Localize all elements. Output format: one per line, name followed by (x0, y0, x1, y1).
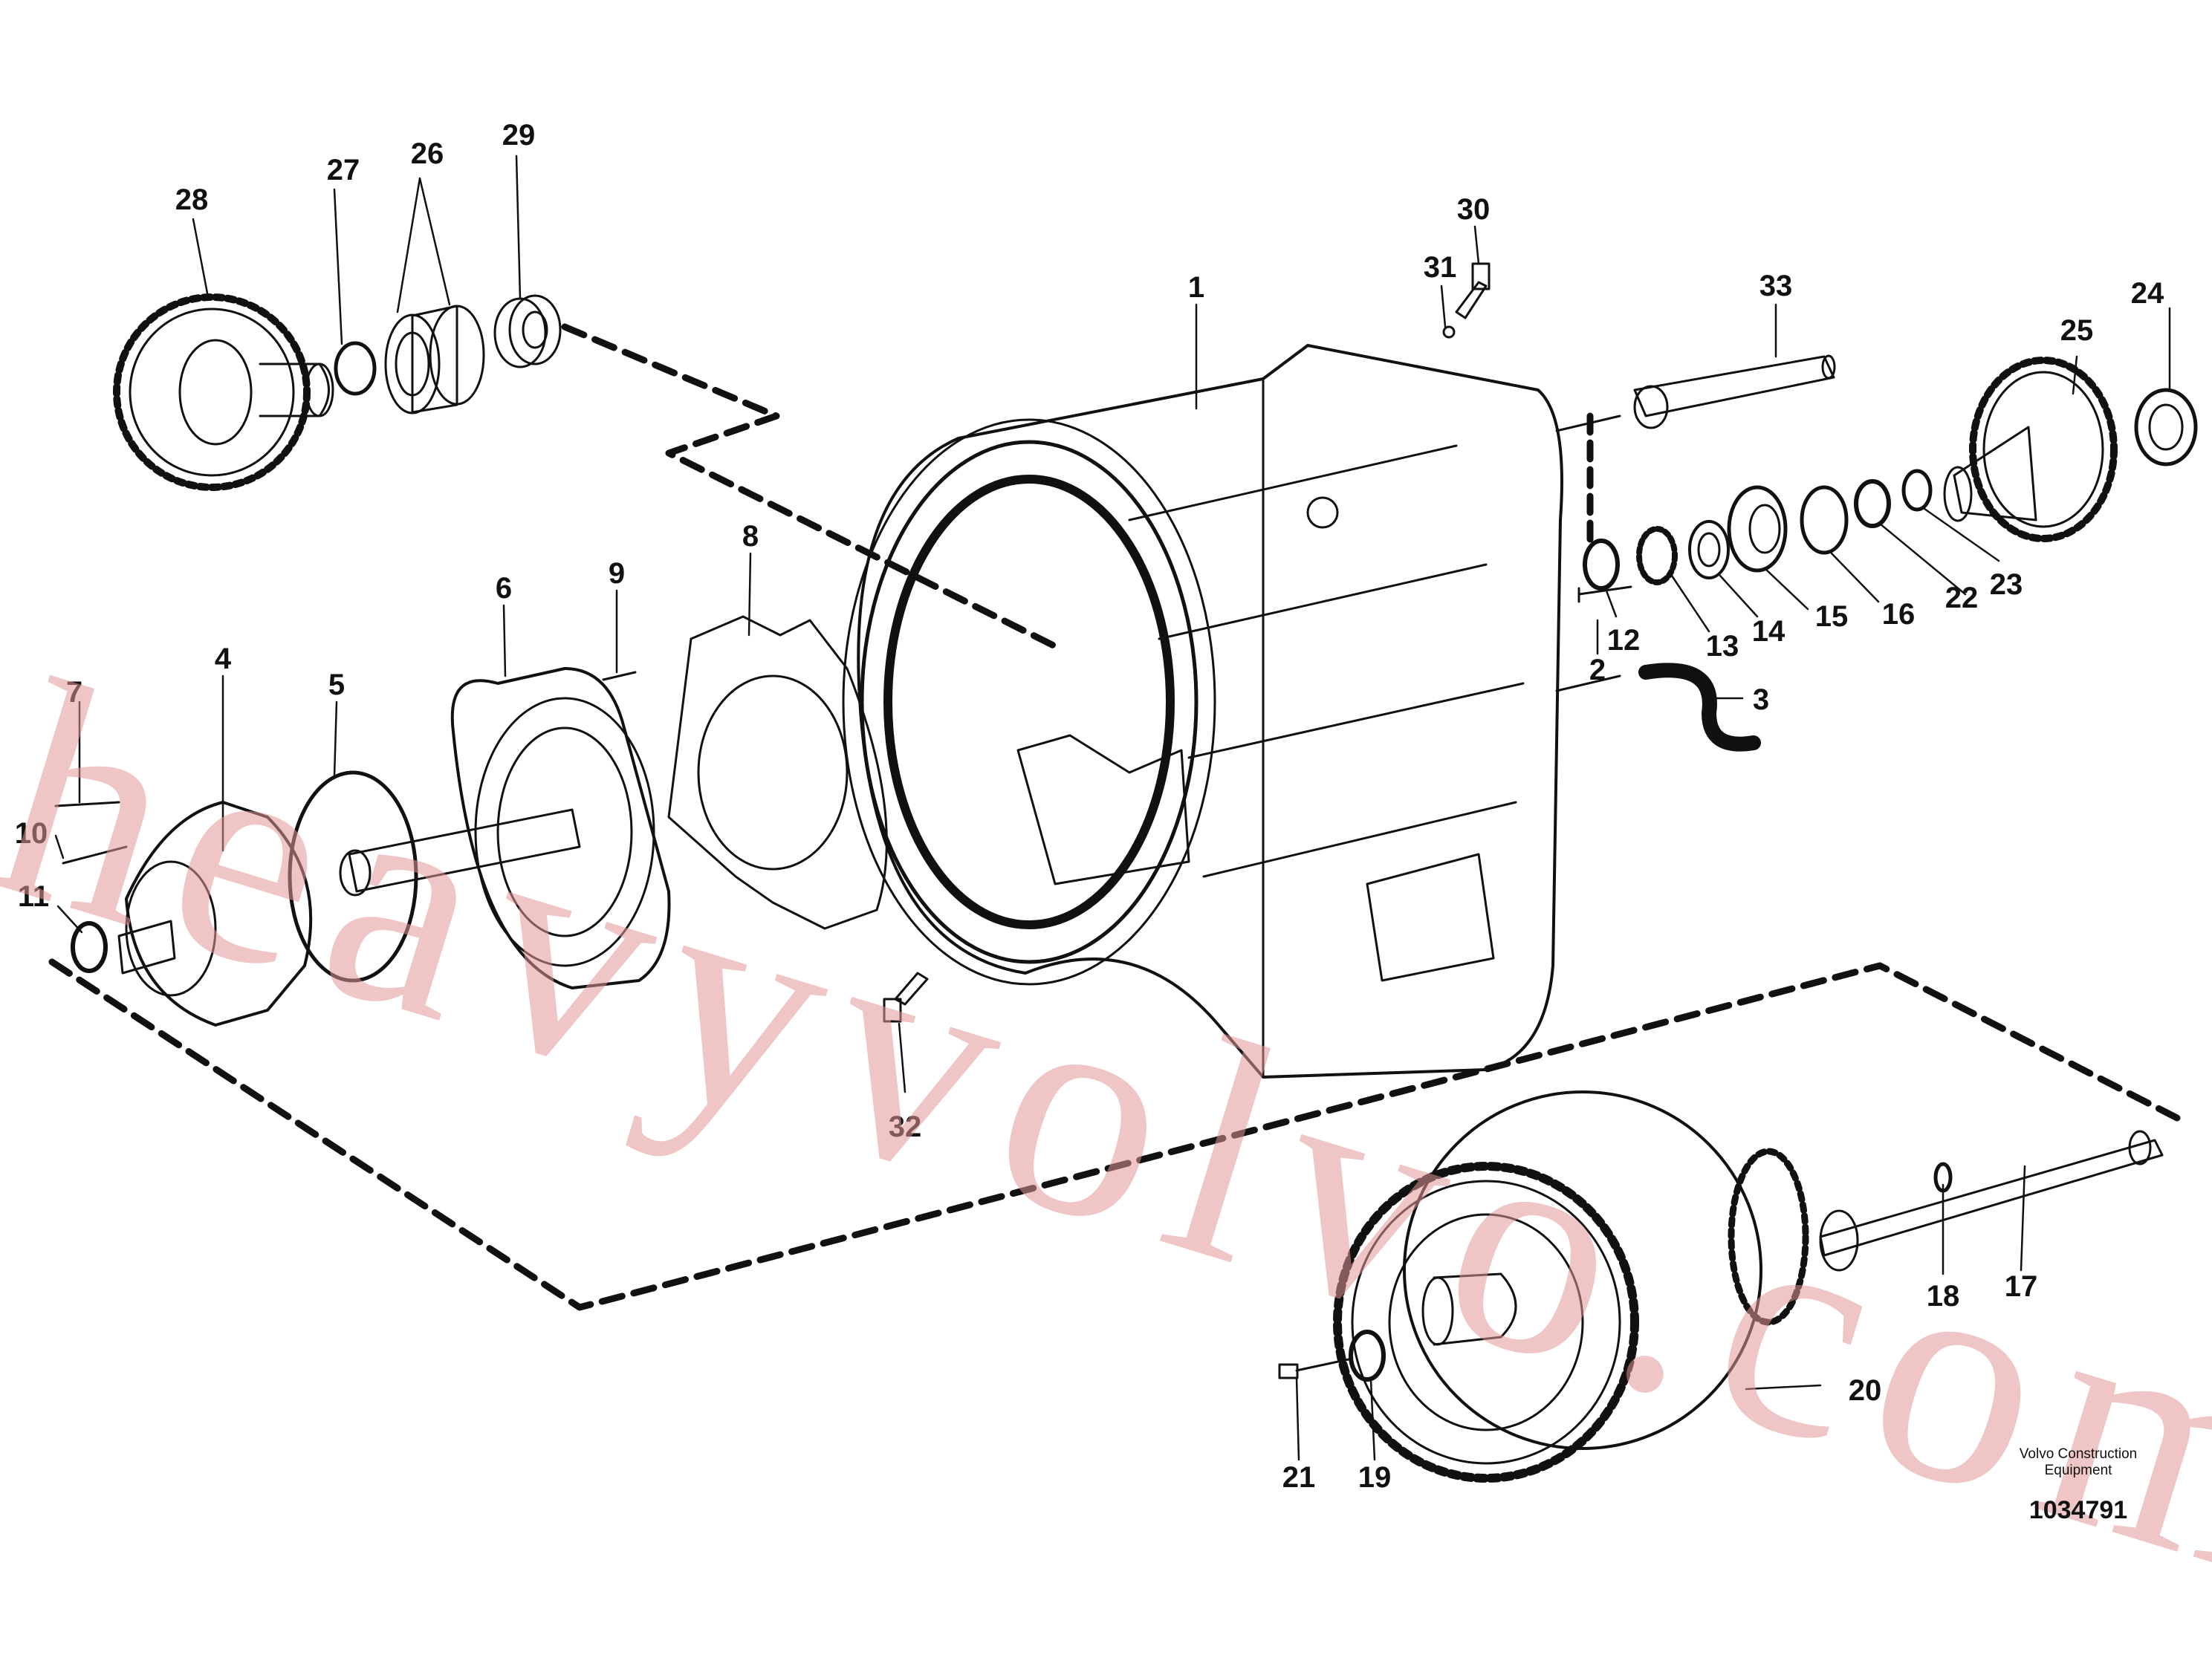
pump-part-4 (117, 801, 313, 1027)
housing-part-1 (842, 344, 1621, 1079)
callout-30: 30 (1457, 193, 1491, 226)
o-ring-part-31 (1442, 325, 1456, 339)
company-line-1: Volvo Construction (2019, 1446, 2138, 1462)
shaft-part-17 (1819, 1130, 2164, 1272)
converter-part-20 (1333, 1090, 1809, 1483)
callout-4: 4 (215, 643, 232, 675)
callout-6: 6 (496, 572, 512, 605)
sensor-part-32 (883, 972, 929, 1023)
exploded-parts-diagram: 1 2 3 4 5 6 7 8 9 10 11 12 13 14 15 16 1… (15, 119, 2198, 1494)
bearing-part-24 (2134, 388, 2198, 466)
callout-25: 25 (2060, 314, 2094, 347)
pump-shaft (339, 808, 581, 897)
pump-housing-part-6 (450, 667, 671, 989)
snap-ring-part-19 (1349, 1330, 1386, 1382)
seal-part-12 (1583, 539, 1620, 591)
callout-11: 11 (18, 880, 49, 913)
company-caption: Volvo Construction Equipment (1997, 1446, 2160, 1479)
callout-18: 18 (1927, 1280, 1960, 1313)
callout-21: 21 (1282, 1461, 1316, 1494)
callout-23: 23 (1990, 568, 2023, 601)
bolt-part-10 (62, 845, 128, 865)
callout-5: 5 (328, 669, 345, 701)
seal-part-11 (71, 921, 108, 973)
snap-ring-part-27 (334, 341, 377, 396)
callout-7: 7 (66, 676, 82, 709)
callout-15: 15 (1815, 600, 1849, 633)
dashed-path-upper (561, 323, 1066, 654)
callout-8: 8 (742, 520, 759, 553)
callout-32: 32 (889, 1111, 922, 1143)
callout-33: 33 (1759, 270, 1793, 302)
callout-26: 26 (411, 137, 444, 170)
bolt-part-7 (54, 801, 120, 807)
callout-3: 3 (1753, 683, 1769, 716)
callout-19: 19 (1358, 1461, 1392, 1494)
bearing-part-15 (1727, 485, 1788, 573)
ring-part-22 (1854, 479, 1891, 528)
callout-24: 24 (2131, 277, 2164, 310)
callout-9: 9 (609, 557, 625, 590)
plate-part-8 (667, 615, 888, 930)
callout-1: 1 (1188, 271, 1204, 304)
pin-part-9 (602, 671, 637, 681)
shaft-part-33 (1633, 354, 1836, 429)
plate-hole-part-8 (697, 674, 849, 871)
bolt-part-2 (1577, 585, 1632, 603)
ring-part-16 (1800, 485, 1849, 555)
callout-14: 14 (1752, 615, 1786, 648)
callout-2: 2 (1589, 654, 1606, 686)
leader-lines (54, 155, 2171, 1461)
callout-16: 16 (1882, 598, 1916, 631)
callout-28: 28 (175, 183, 209, 216)
callout-13: 13 (1706, 630, 1739, 663)
callout-31: 31 (1424, 251, 1457, 284)
callout-27: 27 (327, 154, 360, 186)
o-ring-part-5 (288, 770, 418, 983)
nut-part-29 (493, 294, 562, 368)
callout-12: 12 (1607, 624, 1641, 657)
callout-17: 17 (2005, 1270, 2038, 1303)
drawing-number: 1034791 (2028, 1496, 2128, 1524)
sensor-part-30 (1455, 262, 1491, 319)
callout-22: 22 (1945, 582, 1979, 614)
company-line-2: Equipment (2044, 1463, 2112, 1478)
callout-labels: 1 2 3 4 5 6 7 8 9 10 11 12 13 14 15 16 1… (15, 119, 2164, 1494)
callout-29: 29 (502, 119, 536, 152)
callout-20: 20 (1849, 1374, 1882, 1407)
washer-part-13 (1636, 526, 1678, 585)
gear-part-25 (1943, 357, 2118, 542)
gear-part-28 (113, 293, 334, 491)
dashed-path-lower (48, 958, 2181, 1311)
bolt-part-21 (1278, 1358, 1350, 1379)
ring-part-14 (1688, 520, 1730, 579)
callout-10: 10 (15, 817, 48, 850)
bearing-part-26 (384, 305, 485, 414)
snap-ring-part-23 (1901, 469, 1933, 512)
hose-part-3 (1638, 663, 1761, 752)
